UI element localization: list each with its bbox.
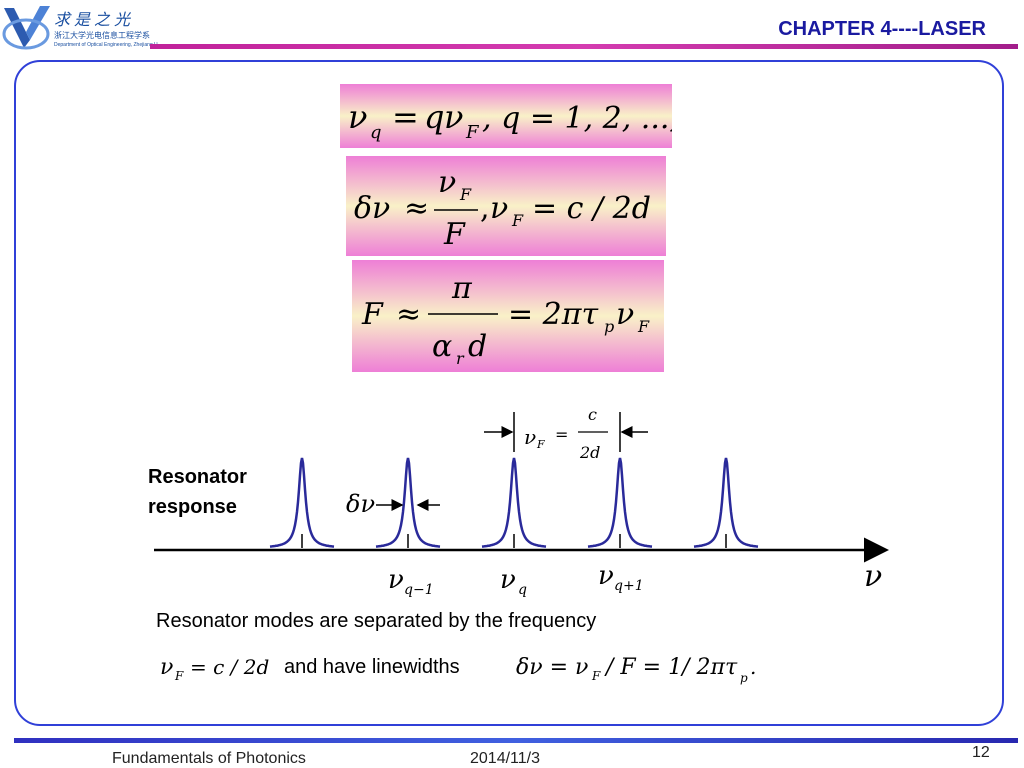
eq3-approx: ≈ [396, 297, 421, 332]
mode-label-q-plus-1-sub: q+1 [614, 578, 644, 594]
inline-eq: = c / 2d [190, 655, 269, 679]
content-panel [14, 60, 1004, 726]
spacing-sub: F [536, 438, 545, 451]
eq1-nu2: ν [444, 98, 463, 136]
inline-nu: ν [160, 655, 173, 680]
eq2-rhs: = c / 2d [532, 191, 651, 226]
axis-label-nu: ν [864, 559, 882, 594]
logo-text-cn: 求是之光 [54, 10, 135, 29]
logo-emblem-icon [2, 6, 50, 50]
eq1-nu: ν [348, 98, 367, 136]
equation-3: F ≈ π α r d = 2πτ p ν F [361, 271, 650, 368]
mode-label-q-minus-1-sub: q−1 [404, 582, 434, 598]
spacing-nu: ν [524, 425, 536, 449]
spacing-eq: = [555, 425, 568, 444]
lw-delta: δν = ν [516, 655, 588, 680]
eq3-rhs-sub-p: p [604, 317, 614, 336]
resonance-peak-0 [269, 457, 335, 548]
resonance-peak-2 [481, 457, 547, 548]
header-rule [150, 44, 1018, 49]
equation-2: δν ≈ ν F F , ν F = c / 2d [354, 165, 651, 252]
equation-box-1: ν q = q ν F , q = 1, 2, ..., [340, 84, 672, 148]
logo: 求是之光 浙江大学光电信息工程学系 Department of Optical … [0, 0, 160, 56]
eq2-num-nu: ν [438, 165, 456, 200]
resonance-peak-3 [587, 457, 653, 548]
lw-mid: / F = 1/ 2πτ [604, 655, 738, 680]
eq1-equals: = [392, 98, 419, 136]
equation-box-2: δν ≈ ν F F , ν F = c / 2d [346, 156, 666, 256]
eq2-approx: ≈ [404, 191, 429, 226]
equation-box-3: F ≈ π α r d = 2πτ p ν F [352, 260, 664, 372]
eq3-lhs: F [361, 297, 384, 332]
linewidth-label: δν [346, 490, 375, 518]
logo-text-dept-cn: 浙江大学光电信息工程学系 [54, 31, 150, 40]
eq2-delta-nu: δν [354, 191, 390, 226]
footer-course-title: Fundamentals of Photonics [112, 750, 306, 767]
mode-label-q: ν [500, 565, 516, 595]
eq3-den-sub: r [456, 349, 465, 368]
eq2-num-sub: F [459, 185, 472, 204]
mode-label-q-minus-1: ν [388, 565, 404, 595]
eq3-den-d: d [468, 329, 487, 364]
logo-text-dept-en: Department of Optical Engineering, Zheji… [54, 42, 158, 48]
footer-rule [14, 738, 1018, 743]
eq3-rhs-nu: ν [616, 297, 634, 332]
eq1-sub-F: F [465, 122, 480, 143]
resonance-peak-1 [375, 457, 441, 548]
inline-nu-sub: F [174, 669, 184, 683]
eq1-rest: , q = 1, 2, ..., [482, 101, 672, 136]
resonance-peak-4 [693, 457, 759, 548]
footer-page-number: 12 [972, 744, 990, 761]
explanation-sentence: Resonator modes are separated by the fre… [156, 610, 597, 632]
eq2-den-F: F [443, 217, 466, 252]
eq3-num-pi: π [451, 271, 473, 306]
spacing-den: 2d [579, 443, 600, 462]
mode-label-q-sub: q [518, 582, 527, 598]
mode-label-q-plus-1: ν [598, 561, 614, 591]
lw-end: . [750, 655, 756, 679]
eq3-rhs: = 2πτ [508, 297, 598, 332]
chapter-title: CHAPTER 4----LASER [778, 18, 986, 40]
eq3-rhs-sub-F: F [637, 317, 650, 336]
spacing-num: c [588, 405, 597, 424]
peaks-group [269, 457, 759, 548]
footer-date: 2014/11/3 [470, 750, 540, 767]
equation-1: ν q = q ν F , q = 1, 2, ..., [348, 98, 672, 143]
explanation-and-have: and have linewidths [284, 656, 460, 678]
eq1-sub-q: q [370, 122, 382, 143]
eq1-q: q [424, 98, 444, 136]
eq2-nu-sub: F [511, 211, 524, 230]
resonator-response-label: Resonator response [148, 466, 247, 518]
lw-sub-p: p [740, 671, 748, 685]
lw-sub-F: F [591, 669, 601, 683]
eq2-comma: , [480, 191, 490, 226]
eq2-nu: ν [490, 191, 508, 226]
eq3-den-alpha: α [432, 329, 452, 364]
